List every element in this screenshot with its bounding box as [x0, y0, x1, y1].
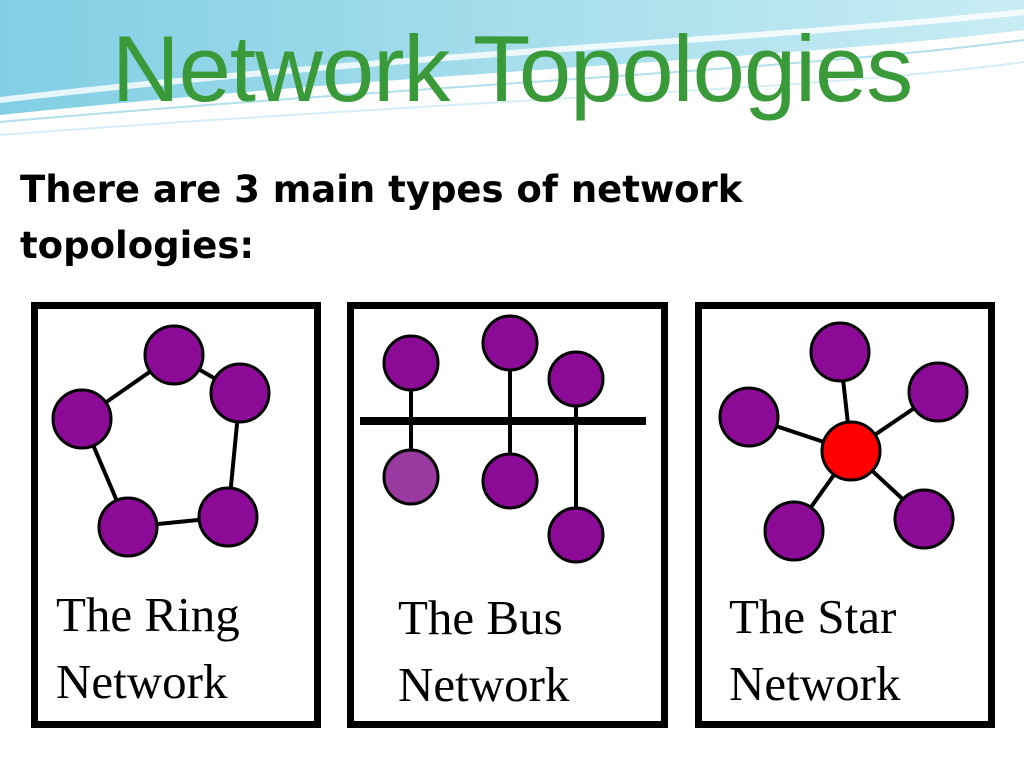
bus-network-panel: The Bus Network [347, 302, 668, 728]
star-network-diagram [718, 321, 969, 562]
star-label-line-2: Network [729, 656, 901, 711]
bus-node [382, 334, 440, 392]
bus-node [481, 452, 539, 510]
bus-node [547, 350, 605, 408]
star-node [809, 321, 871, 383]
ring-label-line-2: Network [56, 654, 228, 709]
star-node [763, 500, 825, 562]
bus-node-light [382, 448, 440, 506]
bus-node [547, 506, 605, 564]
slide-title: Network Topologies [111, 16, 914, 121]
star-hub-node [820, 420, 882, 482]
bus-network-diagram [360, 314, 646, 564]
star-label-line-1: The Star [729, 589, 897, 644]
star-node [718, 386, 780, 448]
intro-line-2: topologies: [20, 224, 255, 267]
star-network-panel: The Star Network [695, 302, 995, 728]
bus-label-line-2: Network [398, 657, 570, 712]
ring-network-label: The Ring Network [56, 581, 240, 715]
ring-node [143, 324, 205, 386]
ring-label-line-1: The Ring [56, 587, 240, 642]
ring-network-diagram [51, 324, 271, 558]
ring-node [197, 486, 259, 548]
star-node [907, 361, 969, 423]
intro-text: There are 3 main types of network topolo… [20, 162, 880, 274]
star-network-label: The Star Network [729, 583, 900, 717]
ring-node [97, 496, 159, 558]
bus-node [481, 314, 539, 372]
intro-line-1: There are 3 main types of network [20, 168, 743, 211]
bus-label-line-1: The Bus [398, 590, 563, 645]
star-node [893, 488, 955, 550]
ring-node [209, 362, 271, 424]
bus-network-label: The Bus Network [398, 584, 569, 718]
ring-node [51, 388, 113, 450]
ring-network-panel: The Ring Network [31, 302, 321, 728]
